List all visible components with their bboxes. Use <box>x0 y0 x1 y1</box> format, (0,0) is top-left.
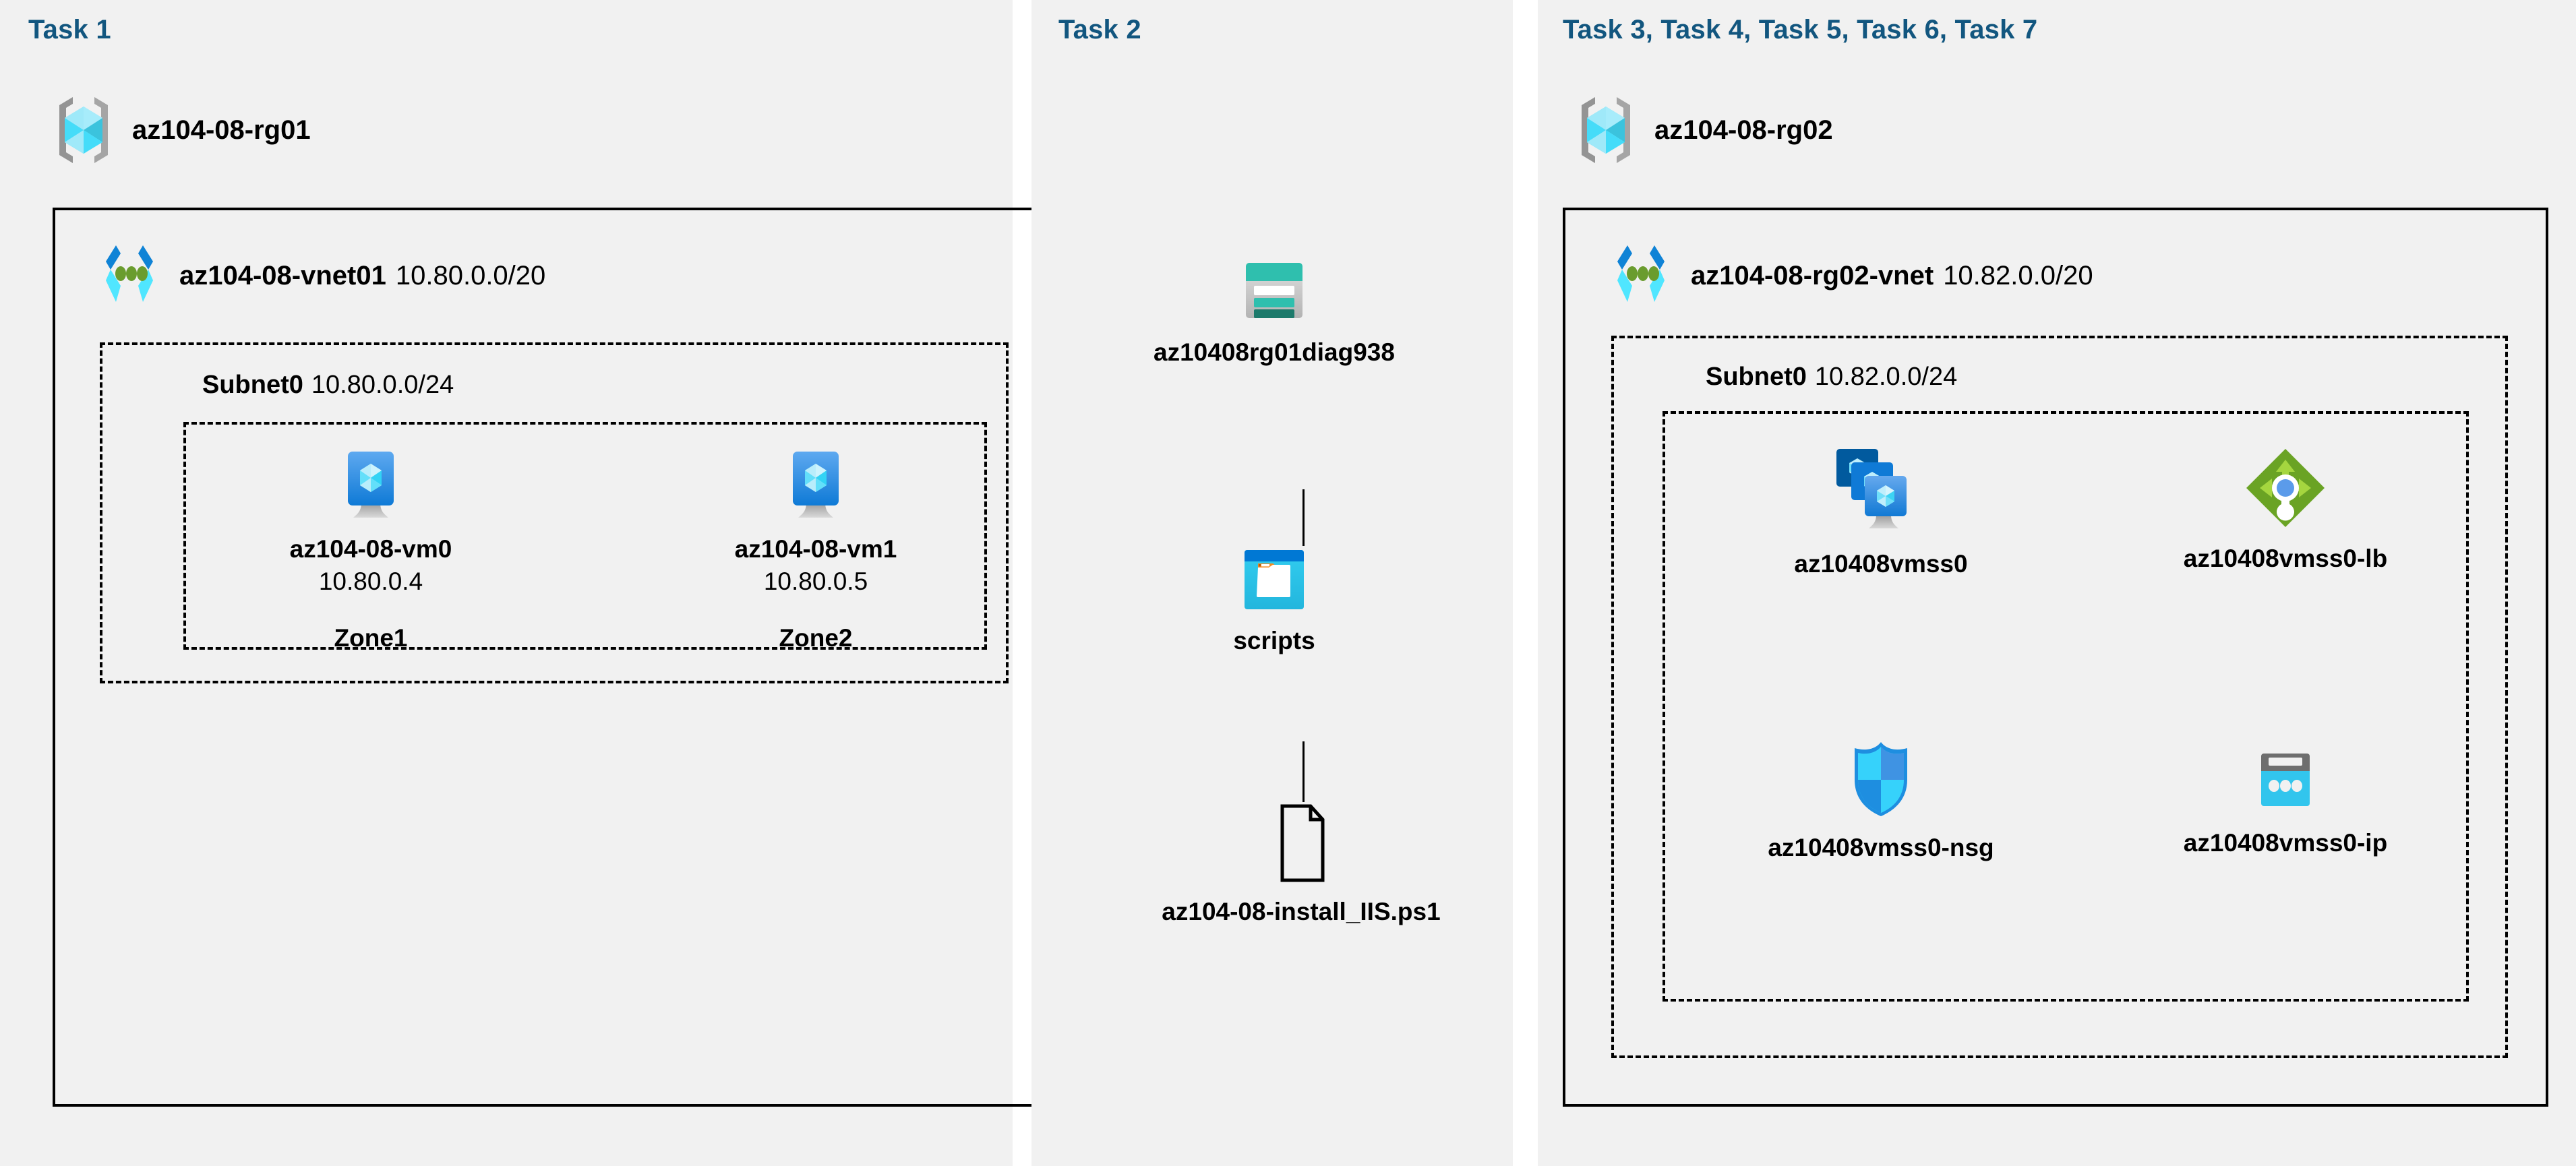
resource-group-inner-box <box>1663 411 2469 1002</box>
resource-group-header-rg01: az104-08-rg01 <box>53 94 311 166</box>
virtual-machine-icon <box>777 449 855 522</box>
vnet-name: az104-08-vnet01 <box>179 260 386 290</box>
resource-group-header-rg02: az104-08-rg02 <box>1575 94 1833 166</box>
blob-container-icon <box>1240 546 1308 613</box>
connector-scripts-to-file <box>1302 741 1305 802</box>
storage-account-icon <box>1239 256 1309 325</box>
subnet-cidr: 10.82.0.0/24 <box>1814 363 1958 391</box>
node-ip: 10.80.0.5 <box>763 567 868 595</box>
vm-scale-set-icon <box>1830 445 1932 536</box>
node-nsg[interactable]: az10408vmss0-nsg <box>1746 738 2016 862</box>
virtual-network-icon <box>96 243 163 309</box>
subnet-header-task1: Subnet0 10.80.0.0/24 <box>202 371 454 400</box>
public-ip-address-icon <box>2250 748 2320 816</box>
resource-group-icon <box>1575 94 1637 166</box>
subnet-name: Subnet0 <box>1706 363 1807 391</box>
node-label: az104-08-vm1 <box>734 535 897 563</box>
node-label: az10408rg01diag938 <box>1154 338 1395 366</box>
load-balancer-icon <box>2242 445 2329 531</box>
virtual-network-icon <box>1607 243 1675 309</box>
node-label: az10408vmss0 <box>1794 550 1968 578</box>
subnet-box-task3to7 <box>1611 336 2508 1058</box>
availability-zones-box <box>183 422 987 650</box>
node-blob-container[interactable]: scripts <box>1207 546 1342 655</box>
task-label-3to7: Task 3, Task 4, Task 5, Task 6, Task 7 <box>1563 15 2038 44</box>
panel-task3to7 <box>1538 0 2576 1166</box>
network-security-group-icon <box>1845 738 1917 820</box>
node-vmss[interactable]: az10408vmss0 <box>1760 445 2002 578</box>
node-public-ip[interactable]: az10408vmss0-ip <box>2164 748 2407 857</box>
vnet-cidr: 10.80.0.0/20 <box>395 260 546 290</box>
node-load-balancer[interactable]: az10408vmss0-lb <box>2157 445 2414 573</box>
vnet-header-vnet01: az104-08-vnet01 10.80.0.0/20 <box>96 243 545 309</box>
node-storage-account[interactable]: az10408rg01diag938 <box>1146 256 1402 367</box>
node-zone: Zone2 <box>779 624 853 652</box>
node-label: az104-08-install_IIS.ps1 <box>1162 898 1441 925</box>
task-label-2: Task 2 <box>1058 15 1141 44</box>
node-label: scripts <box>1233 627 1315 654</box>
node-label: az10408vmss0-lb <box>2183 545 2388 572</box>
vnet-header-rg02vnet: az104-08-rg02-vnet 10.82.0.0/20 <box>1607 243 2093 309</box>
subnet-cidr: 10.80.0.0/24 <box>311 371 454 399</box>
vnet-name: az104-08-rg02-vnet <box>1691 260 1934 290</box>
node-vm1[interactable]: az104-08-vm1 10.80.0.5 Zone2 <box>715 449 917 652</box>
file-icon <box>1269 802 1334 884</box>
virtual-machine-icon <box>332 449 410 522</box>
node-script-file[interactable]: az104-08-install_IIS.ps1 <box>1126 802 1476 926</box>
vnet-box-rg02vnet <box>1563 208 2548 1107</box>
vnet-label-group: az104-08-rg02-vnet 10.82.0.0/20 <box>1691 261 2093 291</box>
node-zone: Zone1 <box>334 624 408 652</box>
resource-group-name: az104-08-rg02 <box>1654 115 1833 145</box>
panel-task1 <box>0 0 1013 1166</box>
task-label-1: Task 1 <box>28 15 111 44</box>
vnet-cidr: 10.82.0.0/20 <box>1943 260 2093 290</box>
connector-storage-to-scripts <box>1302 489 1305 546</box>
resource-group-name: az104-08-rg01 <box>132 115 311 145</box>
subnet-box-task1 <box>100 342 1009 683</box>
node-vm0[interactable]: az104-08-vm0 10.80.0.4 Zone1 <box>270 449 472 652</box>
resource-group-icon <box>53 94 115 166</box>
node-label: az10408vmss0-ip <box>2183 829 2388 857</box>
node-label: az104-08-vm0 <box>289 535 452 563</box>
subnet-name: Subnet0 <box>202 371 303 399</box>
vnet-label-group: az104-08-vnet01 10.80.0.0/20 <box>179 261 545 291</box>
node-ip: 10.80.0.4 <box>318 567 423 595</box>
node-label: az10408vmss0-nsg <box>1768 834 1994 861</box>
